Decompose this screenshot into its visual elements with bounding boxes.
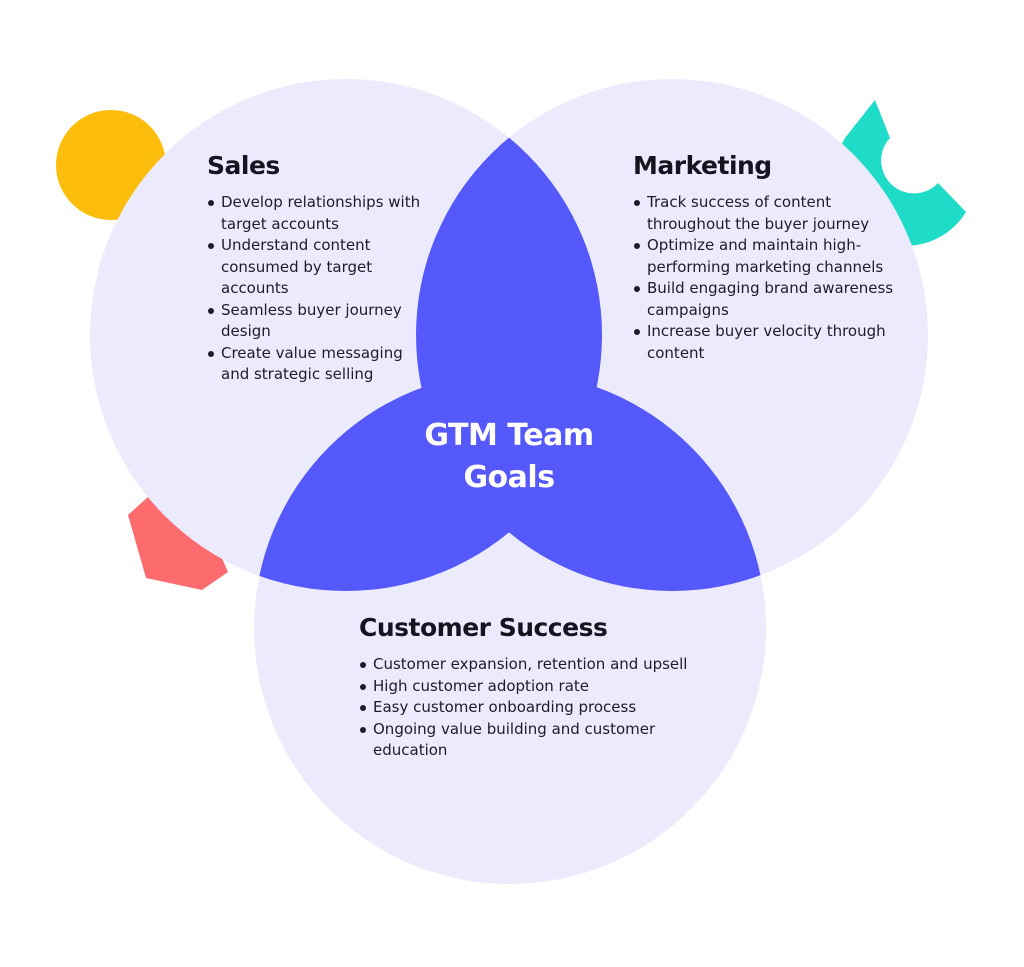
customer-success-list: Customer expansion, retention and upsell…: [359, 654, 719, 762]
list-item: Customer expansion, retention and upsell: [359, 654, 719, 676]
list-item: Develop relationships with target accoun…: [207, 192, 422, 235]
list-item: Ongoing value building and customer educ…: [359, 719, 719, 762]
list-item: Optimize and maintain high-performing ma…: [633, 235, 908, 278]
list-item: Build engaging brand awareness campaigns: [633, 278, 908, 321]
list-item: Seamless buyer journey design: [207, 300, 422, 343]
list-item: Increase buyer velocity through content: [633, 321, 908, 364]
list-item: Understand content consumed by target ac…: [207, 235, 422, 300]
center-label-line2: Goals: [463, 460, 555, 495]
marketing-title: Marketing: [633, 151, 772, 180]
center-label: GTM Team Goals: [409, 415, 609, 499]
list-item: Create value messaging and strategic sel…: [207, 343, 422, 386]
center-overlap: [254, 79, 766, 591]
marketing-set: Marketing Track success of content throu…: [633, 151, 908, 364]
center-label-line1: GTM Team: [424, 418, 594, 453]
list-item: High customer adoption rate: [359, 676, 719, 698]
customer-success-title: Customer Success: [359, 613, 608, 642]
coral-accent-hexagon: [128, 497, 228, 590]
list-item: Easy customer onboarding process: [359, 697, 719, 719]
sales-set: Sales Develop relationships with target …: [207, 151, 422, 386]
marketing-list: Track success of content throughout the …: [633, 192, 908, 364]
sales-title: Sales: [207, 151, 280, 180]
sales-list: Develop relationships with target accoun…: [207, 192, 422, 386]
list-item: Track success of content throughout the …: [633, 192, 908, 235]
customer-success-set: Customer Success Customer expansion, ret…: [359, 613, 719, 762]
